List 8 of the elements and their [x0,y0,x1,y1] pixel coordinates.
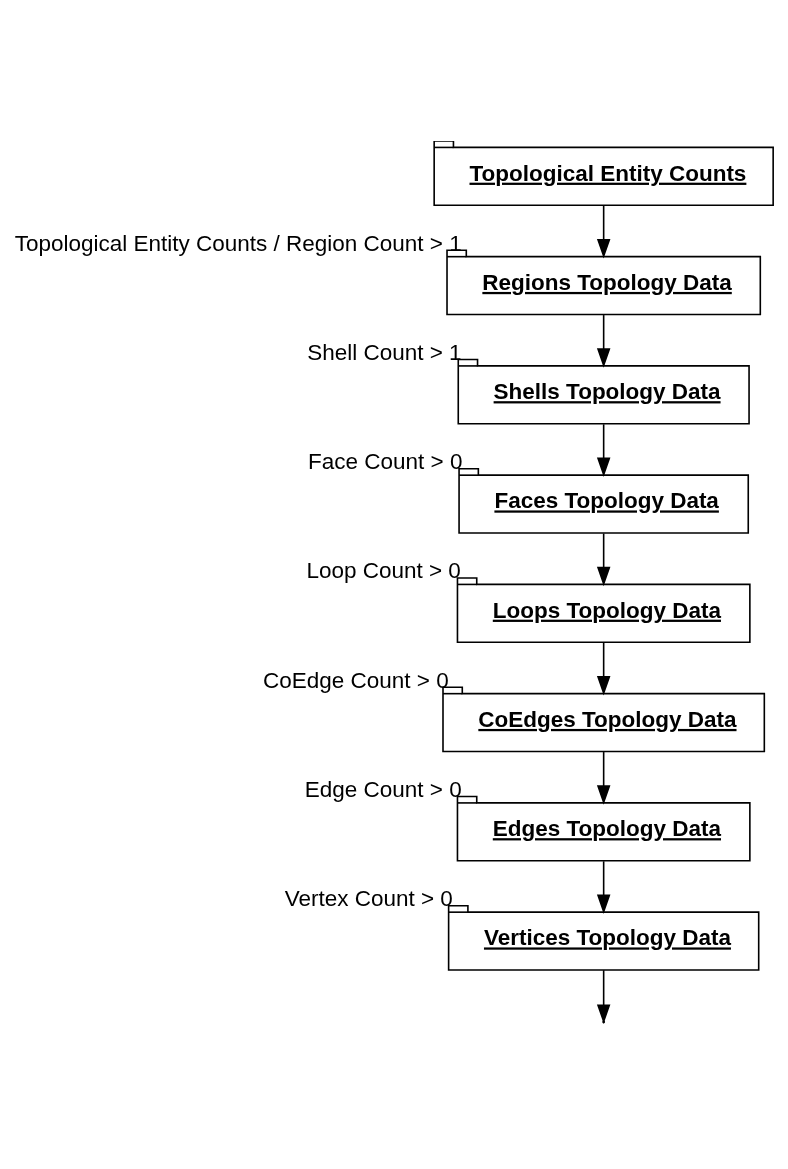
arrow [596,860,611,914]
arrow [596,750,611,805]
arrow [596,204,611,258]
arrow [596,532,611,586]
arrow [596,313,611,368]
arrow [596,641,611,695]
arrow [596,968,611,1024]
arrow [596,423,611,477]
